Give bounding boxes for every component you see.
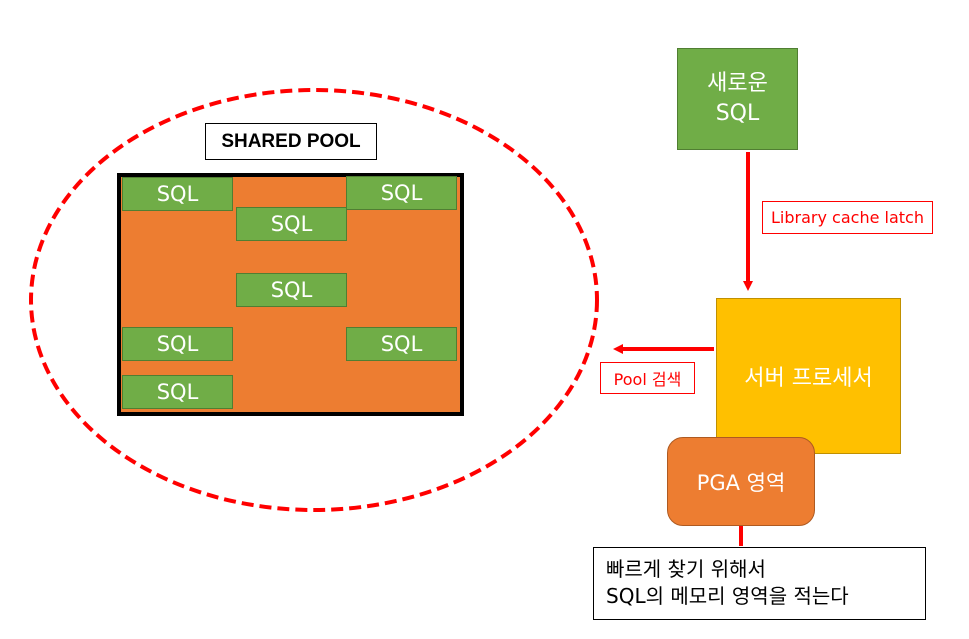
server-process-box: 서버 프로세서 <box>716 298 901 454</box>
sql-block: SQL <box>346 176 457 210</box>
pga-area-box: PGA 영역 <box>667 437 815 526</box>
pool-search-label: Pool 검색 <box>600 362 695 394</box>
note-box: 빠르게 찾기 위해서 SQL의 메모리 영역을 적는다 <box>593 547 926 620</box>
new-sql-line2: SQL <box>715 101 760 126</box>
sql-block: SQL <box>236 207 347 241</box>
shared-pool-title: SHARED POOL <box>205 123 377 160</box>
sql-block: SQL <box>346 327 457 361</box>
note-line2: SQL의 메모리 영역을 적는다 <box>606 584 849 608</box>
sql-block: SQL <box>236 273 347 307</box>
new-sql-box: 새로운 SQL <box>677 48 798 150</box>
sql-block: SQL <box>122 327 233 361</box>
new-sql-line1: 새로운 <box>707 71 768 96</box>
sql-block: SQL <box>122 177 233 211</box>
shared-pool-boundary-ellipse <box>29 88 599 512</box>
library-cache-latch-label: Library cache latch <box>762 201 933 234</box>
sql-block: SQL <box>122 375 233 409</box>
note-line1: 빠르게 찾기 위해서 <box>606 557 766 581</box>
